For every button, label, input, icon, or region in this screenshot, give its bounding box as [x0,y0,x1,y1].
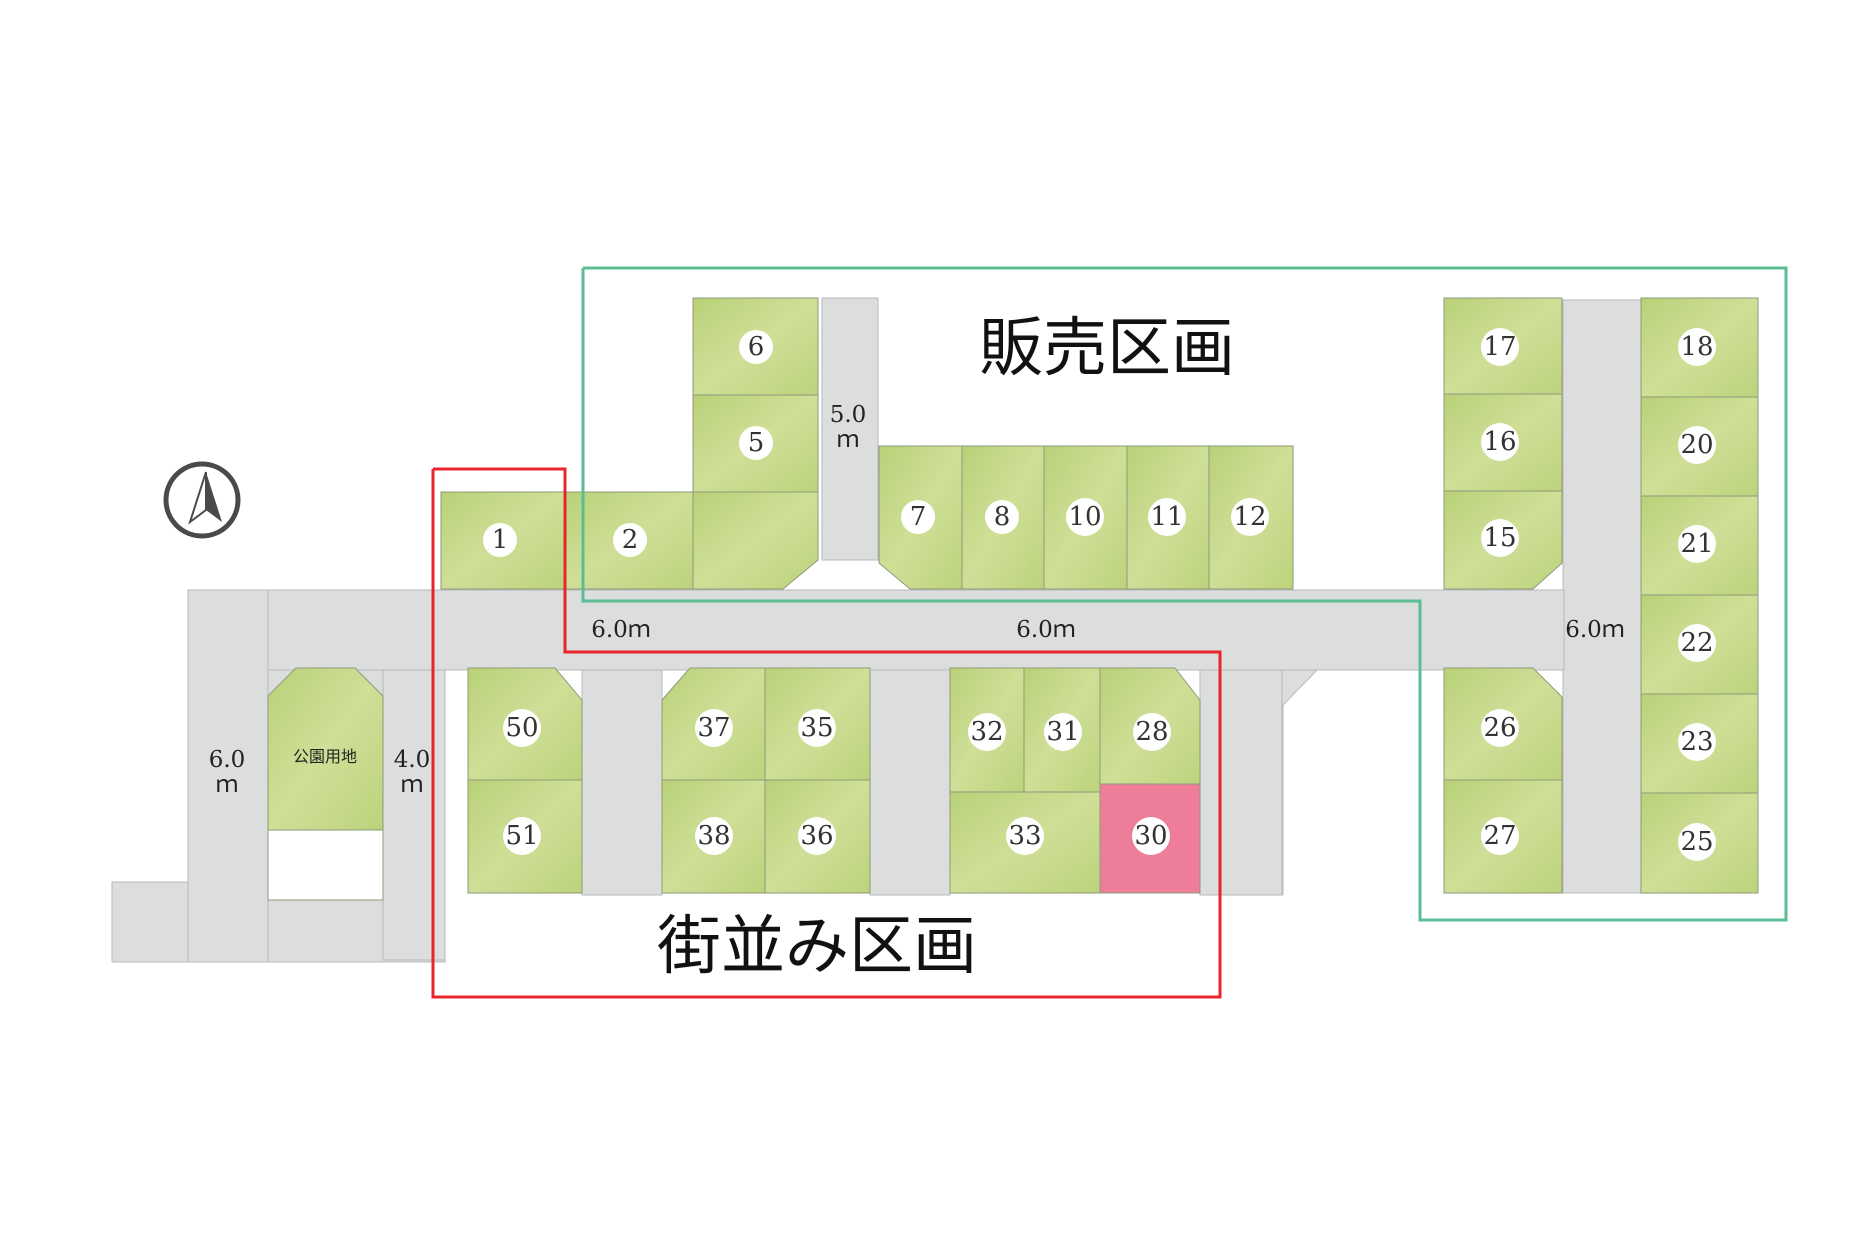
lot-number: 32 [970,717,1003,747]
lot-number: 28 [1135,717,1168,747]
lot-number: 38 [697,821,730,851]
lots [440,297,1759,894]
road-inner-1 [581,669,663,896]
lot-number: 8 [994,502,1011,532]
lot-11[interactable] [1126,445,1210,590]
road-width-label: ｍ [837,427,860,453]
lot-number: 36 [800,821,833,851]
lot-number: 37 [697,713,730,743]
park: 公園用地 [267,667,384,901]
lot-number: 15 [1483,523,1516,553]
roads [111,297,1642,963]
road-labels: 6.0ｍ 6.0ｍ 6.0ｍ 5.0 ｍ 6.0 ｍ 4.0 ｍ [209,402,1625,798]
road-width-label: 6.0ｍ [1565,617,1625,643]
lot-number: 35 [800,713,833,743]
lot-number: 30 [1134,821,1167,851]
lot-number: 12 [1233,502,1266,532]
lot-number: 22 [1680,628,1713,658]
lot-number: 31 [1046,717,1079,747]
lot-number: 50 [505,713,538,743]
sales-area-frame [581,266,1788,922]
road-width-label: 6.0ｍ [591,617,651,643]
lot-number: 17 [1483,332,1516,362]
lot-3-unnumbered[interactable] [692,491,819,590]
townscape-area-frame [431,467,1222,999]
sales-area-title: 販売区画 [979,312,1235,386]
road-park-side [382,669,446,961]
townscape-area-title: 街並み区画 [657,910,977,984]
lot-number: 18 [1680,332,1713,362]
lot-number: 25 [1680,827,1713,857]
lot-number: 33 [1008,821,1041,851]
park-label: 公園用地 [293,747,357,766]
road-inner-2 [869,669,951,896]
lot-number: 5 [748,428,765,458]
lot-numbers: 1 2 6 5 7 8 10 11 12 17 16 15 18 20 21 2… [483,328,1716,861]
road-width-label: 5.0 [830,402,867,428]
road-inner-3 [1199,669,1283,896]
lot-number: 21 [1680,529,1713,559]
lot-number: 10 [1068,502,1101,532]
lot-number: 51 [505,821,538,851]
lot-number: 26 [1483,713,1516,743]
road-width-label: 4.0 [394,747,431,773]
lot-number: 27 [1483,821,1516,851]
lot-number: 1 [492,525,509,555]
lot-number: 2 [622,525,639,555]
road-width-label: ｍ [216,772,239,798]
lot-number: 7 [910,502,927,532]
lot-36[interactable] [764,779,871,894]
lot-number: 11 [1150,502,1183,532]
road-width-label: 6.0ｍ [1016,617,1076,643]
lot-number: 6 [748,332,765,362]
lot-number: 23 [1680,727,1713,757]
lot-number: 20 [1680,430,1713,460]
lot-number: 16 [1483,427,1516,457]
road-east-north [1562,299,1642,894]
road-width-label: 6.0 [209,747,246,773]
road-west-spur [111,881,189,963]
road-north-spur [821,297,879,561]
north-arrow-icon [163,461,241,539]
park-white-area [267,829,384,901]
road-width-label: ｍ [401,772,424,798]
